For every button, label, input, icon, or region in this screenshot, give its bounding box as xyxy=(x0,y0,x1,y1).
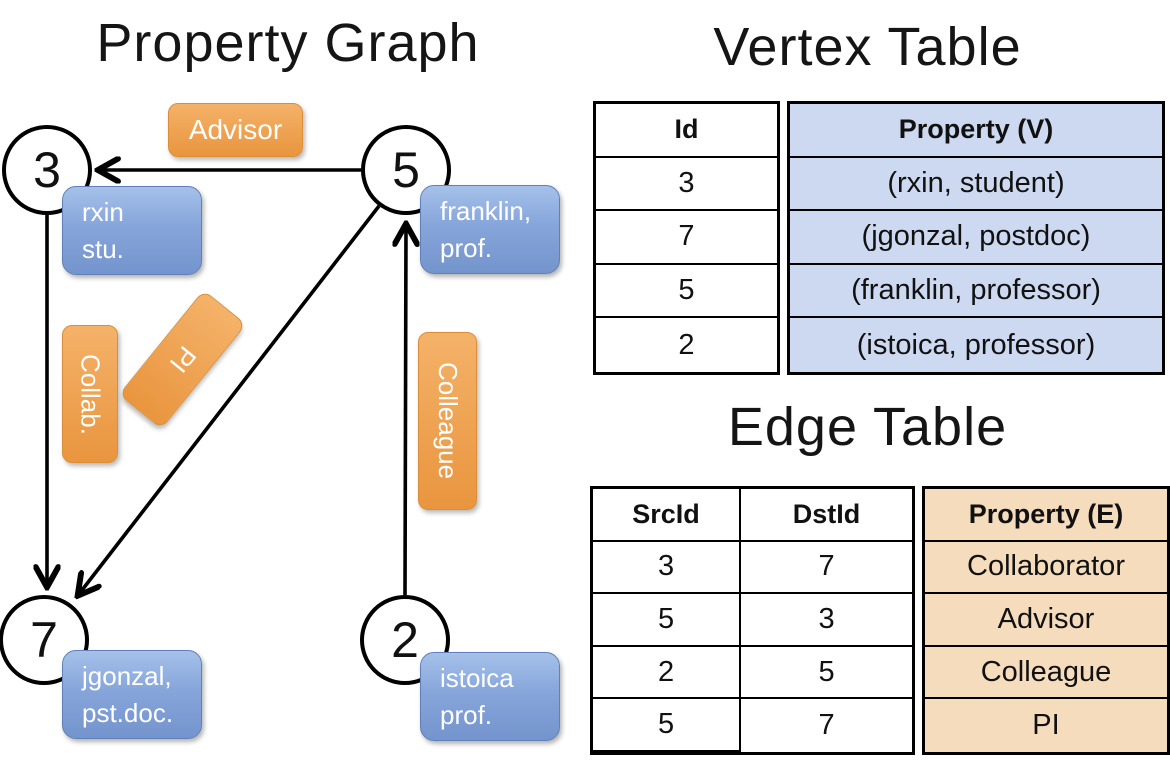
vertex-table-property-cell: (franklin, professor) xyxy=(790,264,1162,319)
edge-table-id-columns: SrcId DstId 3 7 5 3 2 5 5 7 xyxy=(590,486,915,755)
edge-label-text: PI xyxy=(163,340,203,379)
vertex-property-box-7: jgonzal, pst.doc. xyxy=(62,650,202,739)
edge-table-dstid-cell: 3 xyxy=(741,594,912,647)
edge-label-colleague: Colleague xyxy=(418,332,477,510)
vertex-table-property-header: Property (V) xyxy=(790,104,1162,158)
edge-label-text: Advisor xyxy=(188,114,283,145)
vertex-property-line: franklin, xyxy=(440,196,532,226)
vertex-table-title: Vertex Table xyxy=(713,17,1022,77)
edge-table-property-cell: Advisor xyxy=(925,594,1167,647)
edge-pi-arrow xyxy=(79,204,381,594)
vertex-property-box-3: rxin stu. xyxy=(62,186,202,275)
graph-edges-canvas xyxy=(0,0,585,760)
vertex-id-label: 2 xyxy=(391,612,419,668)
edge-table-title: Edge Table xyxy=(727,397,1008,457)
edge-label-text: Colleague xyxy=(433,362,463,480)
vertex-id-label: 3 xyxy=(33,142,61,198)
edge-label-advisor: Advisor xyxy=(168,103,303,157)
edge-table-srcid-cell: 2 xyxy=(593,646,742,700)
vertex-property-line: pst.doc. xyxy=(82,697,174,728)
vertex-table-id-cell: 3 xyxy=(596,158,777,212)
vertex-id-label: 7 xyxy=(30,612,58,668)
vertex-table-property-cell: (jgonzal, postdoc) xyxy=(790,211,1162,265)
vertex-table-id-column: Id 3 7 5 2 xyxy=(593,101,780,375)
vertex-property-box-5: franklin, prof. xyxy=(420,185,560,274)
vertex-table-id-cell: 5 xyxy=(596,265,777,319)
vertex-table-id-cell: 2 xyxy=(678,328,695,361)
edge-table-property-cell: PI xyxy=(925,699,1167,752)
vertex-table-property-cell: (istoica, professor) xyxy=(790,318,1162,372)
vertex-table-property-cell: (rxin, student) xyxy=(790,157,1162,212)
vertex-table-property-column: Property (V) (rxin, student) (jgonzal, p… xyxy=(787,101,1165,375)
edge-table-property-cell: Collaborator xyxy=(925,541,1167,595)
vertex-table-id-header: Id xyxy=(596,104,777,158)
vertex-node-2: 2 xyxy=(360,595,450,685)
edge-table-dstid-cell: 7 xyxy=(818,709,835,742)
edge-table-dstid-cell: 7 xyxy=(741,542,912,595)
vertex-table-id-cell: 7 xyxy=(596,211,777,265)
vertex-property-line: rxin xyxy=(82,197,124,227)
edge-table-srcid-cell: 5 xyxy=(593,699,742,752)
edge-colleague-arrow xyxy=(405,226,406,596)
edge-table-dstid-header: DstId xyxy=(741,489,912,542)
vertex-node-5: 5 xyxy=(361,125,451,215)
vertex-property-line: prof. xyxy=(440,232,493,263)
edge-table-property-column: Property (E) Collaborator Advisor Collea… xyxy=(922,486,1170,755)
edge-table-srcid-cell: 3 xyxy=(593,541,742,595)
property-graph-title: Property Graph xyxy=(96,13,480,73)
edge-table-property-header: Property (E) xyxy=(925,489,1167,542)
vertex-id-label: 5 xyxy=(392,142,420,198)
edge-table-property-cell: Colleague xyxy=(925,646,1167,700)
vertex-property-line: jgonzal, xyxy=(82,661,172,691)
edge-table-dstid-cell: 5 xyxy=(741,647,912,700)
edge-table-srcid-cell: 5 xyxy=(593,594,742,647)
edge-label-collab: Collab. xyxy=(62,325,118,463)
vertex-property-box-2: istoica prof. xyxy=(420,652,560,741)
vertex-property-line: stu. xyxy=(82,233,124,264)
edge-table-srcid-header: SrcId xyxy=(593,489,742,542)
vertex-property-line: prof. xyxy=(440,699,493,730)
edge-label-text: Collab. xyxy=(75,353,106,435)
vertex-property-line: istoica xyxy=(440,663,514,693)
